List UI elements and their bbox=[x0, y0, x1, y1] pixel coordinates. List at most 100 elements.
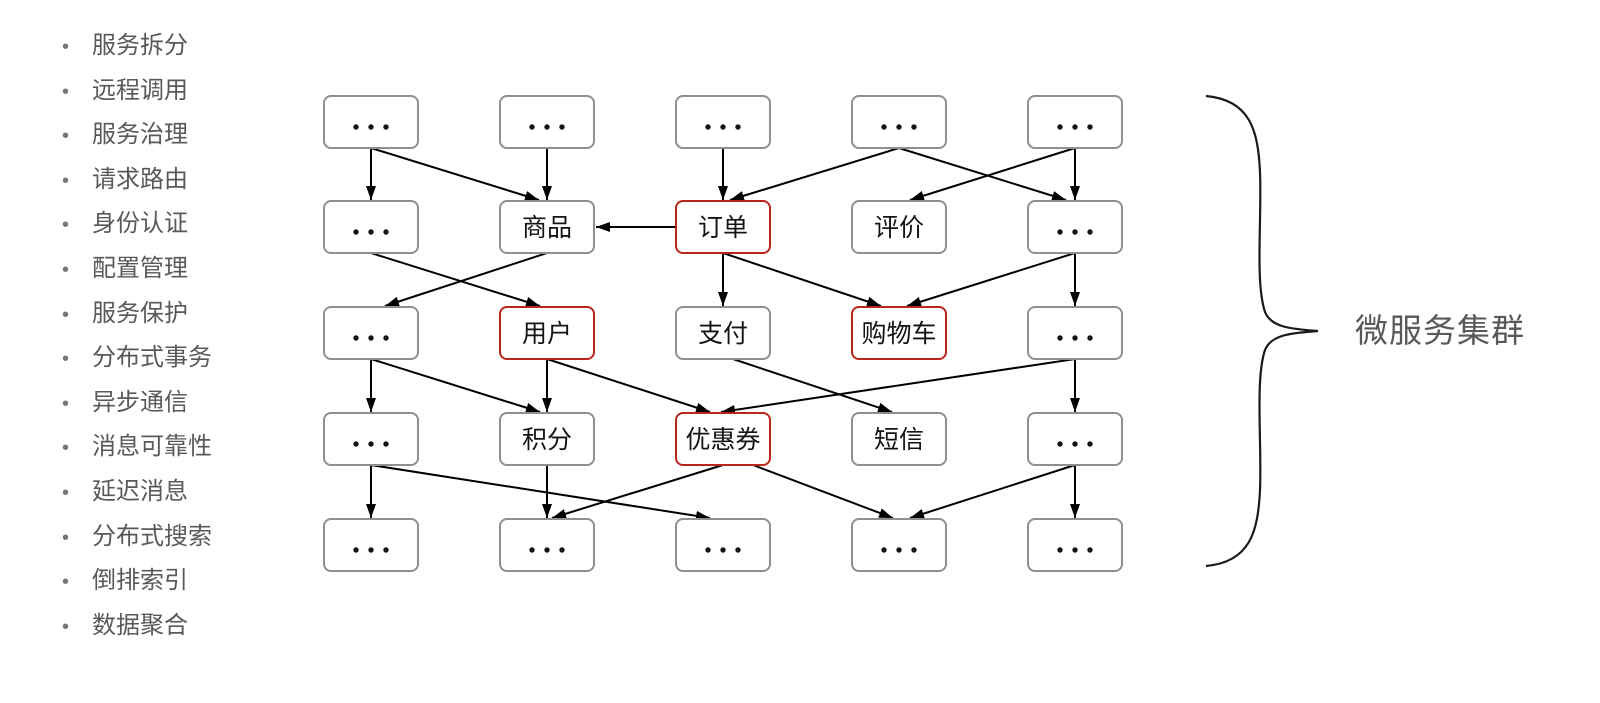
node-coupon: 优惠券 bbox=[675, 412, 771, 466]
dot bbox=[383, 547, 389, 553]
feature-item: • 消息可靠性 bbox=[56, 425, 212, 470]
dot bbox=[529, 124, 535, 130]
dot bbox=[1087, 124, 1093, 130]
feature-label: 异步通信 bbox=[92, 388, 188, 416]
node-box bbox=[851, 518, 947, 572]
dot bbox=[383, 441, 389, 447]
dot bbox=[911, 547, 917, 553]
ellipsis-dots-icon bbox=[353, 229, 389, 235]
bullet-icon: • bbox=[62, 80, 70, 103]
ellipsis-dots-icon bbox=[881, 547, 917, 553]
nodes-layer: 商品订单评价用户支付购物车积分优惠券短信 bbox=[323, 95, 1123, 572]
node-etc-3-1 bbox=[323, 306, 419, 360]
ellipsis-dots-icon bbox=[353, 124, 389, 130]
bullet-icon: • bbox=[62, 214, 70, 237]
dot bbox=[720, 547, 726, 553]
node-box bbox=[499, 95, 595, 149]
ellipsis-dots-icon bbox=[705, 547, 741, 553]
feature-label: 远程调用 bbox=[92, 76, 188, 104]
feature-label: 服务拆分 bbox=[92, 32, 188, 59]
edge-etc-2-5-to-cart bbox=[906, 252, 1076, 307]
node-etc-1-1 bbox=[323, 95, 419, 149]
edge-user-to-coupon bbox=[546, 358, 711, 413]
cluster-brace-icon bbox=[1205, 94, 1319, 568]
feature-label: 数据聚合 bbox=[92, 611, 188, 639]
feature-label: 身份认证 bbox=[92, 210, 188, 238]
edge-coupon-to-etc-5-2 bbox=[551, 464, 724, 519]
dot bbox=[705, 124, 711, 130]
node-box bbox=[675, 518, 771, 572]
bullet-icon: • bbox=[62, 392, 70, 415]
dot bbox=[368, 335, 374, 341]
bullet-icon: • bbox=[62, 437, 70, 460]
node-cart: 购物车 bbox=[851, 306, 947, 360]
edge-pay-to-sms bbox=[732, 358, 893, 413]
ellipsis-dots-icon bbox=[1057, 229, 1093, 235]
feature-item: • 数据聚合 bbox=[56, 604, 212, 649]
dot bbox=[881, 124, 887, 130]
node-box bbox=[499, 518, 595, 572]
ellipsis-dots-icon bbox=[1057, 441, 1093, 447]
node-etc-1-5 bbox=[1027, 95, 1123, 149]
dot bbox=[1087, 229, 1093, 235]
edge-coupon-to-etc-5-4 bbox=[752, 464, 894, 519]
dot bbox=[368, 229, 374, 235]
bullet-icon: • bbox=[62, 615, 70, 638]
feature-label: 请求路由 bbox=[92, 165, 188, 193]
dot bbox=[1072, 335, 1078, 341]
feature-item: •请求路由 bbox=[56, 158, 212, 203]
dot bbox=[1087, 441, 1093, 447]
node-goods: 商品 bbox=[499, 200, 595, 254]
node-box bbox=[851, 200, 947, 254]
dot bbox=[1072, 441, 1078, 447]
feature-label: 消息可靠性 bbox=[92, 433, 212, 461]
node-etc-5-4 bbox=[851, 518, 947, 572]
dot bbox=[1087, 335, 1093, 341]
node-label: 订单 bbox=[698, 214, 748, 242]
node-label: 支付 bbox=[698, 320, 748, 348]
node-etc-5-3 bbox=[675, 518, 771, 572]
bullet-icon: • bbox=[62, 125, 70, 148]
node-etc-5-5 bbox=[1027, 518, 1123, 572]
feature-item: •配置管理 bbox=[56, 247, 212, 292]
node-box bbox=[499, 306, 595, 360]
dot bbox=[911, 124, 917, 130]
bullet-icon: • bbox=[62, 258, 70, 281]
feature-item: •分布式事务 bbox=[56, 336, 212, 381]
dot bbox=[881, 547, 887, 553]
node-box bbox=[1027, 200, 1123, 254]
bullet-icon: • bbox=[62, 36, 70, 58]
dot bbox=[383, 229, 389, 235]
node-label: 评价 bbox=[874, 214, 924, 242]
node-etc-4-1 bbox=[323, 412, 419, 466]
dot bbox=[353, 229, 359, 235]
dot bbox=[559, 547, 565, 553]
feature-item: •倒排索引 bbox=[56, 559, 212, 604]
dot bbox=[896, 124, 902, 130]
edges-layer bbox=[366, 147, 1080, 521]
ellipsis-dots-icon bbox=[1057, 124, 1093, 130]
node-label: 优惠券 bbox=[685, 426, 760, 454]
node-user: 用户 bbox=[499, 306, 595, 360]
dot bbox=[383, 335, 389, 341]
node-label: 积分 bbox=[522, 426, 572, 454]
edge-goods-to-etc-3-1 bbox=[384, 252, 548, 307]
node-box bbox=[675, 95, 771, 149]
dot bbox=[544, 124, 550, 130]
bullet-icon: • bbox=[62, 481, 70, 504]
dot bbox=[368, 441, 374, 447]
dot bbox=[353, 124, 359, 130]
node-etc-4-5 bbox=[1027, 412, 1123, 466]
dot bbox=[735, 547, 741, 553]
feature-item: •服务治理 bbox=[56, 113, 212, 158]
edge-etc-2-1-to-user bbox=[370, 252, 541, 307]
bullet-icon: • bbox=[62, 526, 70, 549]
edge-etc-4-1-to-etc-5-3 bbox=[370, 464, 711, 521]
node-etc-1-2 bbox=[499, 95, 595, 149]
node-label: 用户 bbox=[522, 320, 572, 348]
feature-label: 分布式搜索 bbox=[92, 522, 212, 550]
feature-item: •延迟消息 bbox=[56, 470, 212, 515]
dot bbox=[368, 124, 374, 130]
feature-item: • 身份认证 bbox=[56, 202, 212, 247]
